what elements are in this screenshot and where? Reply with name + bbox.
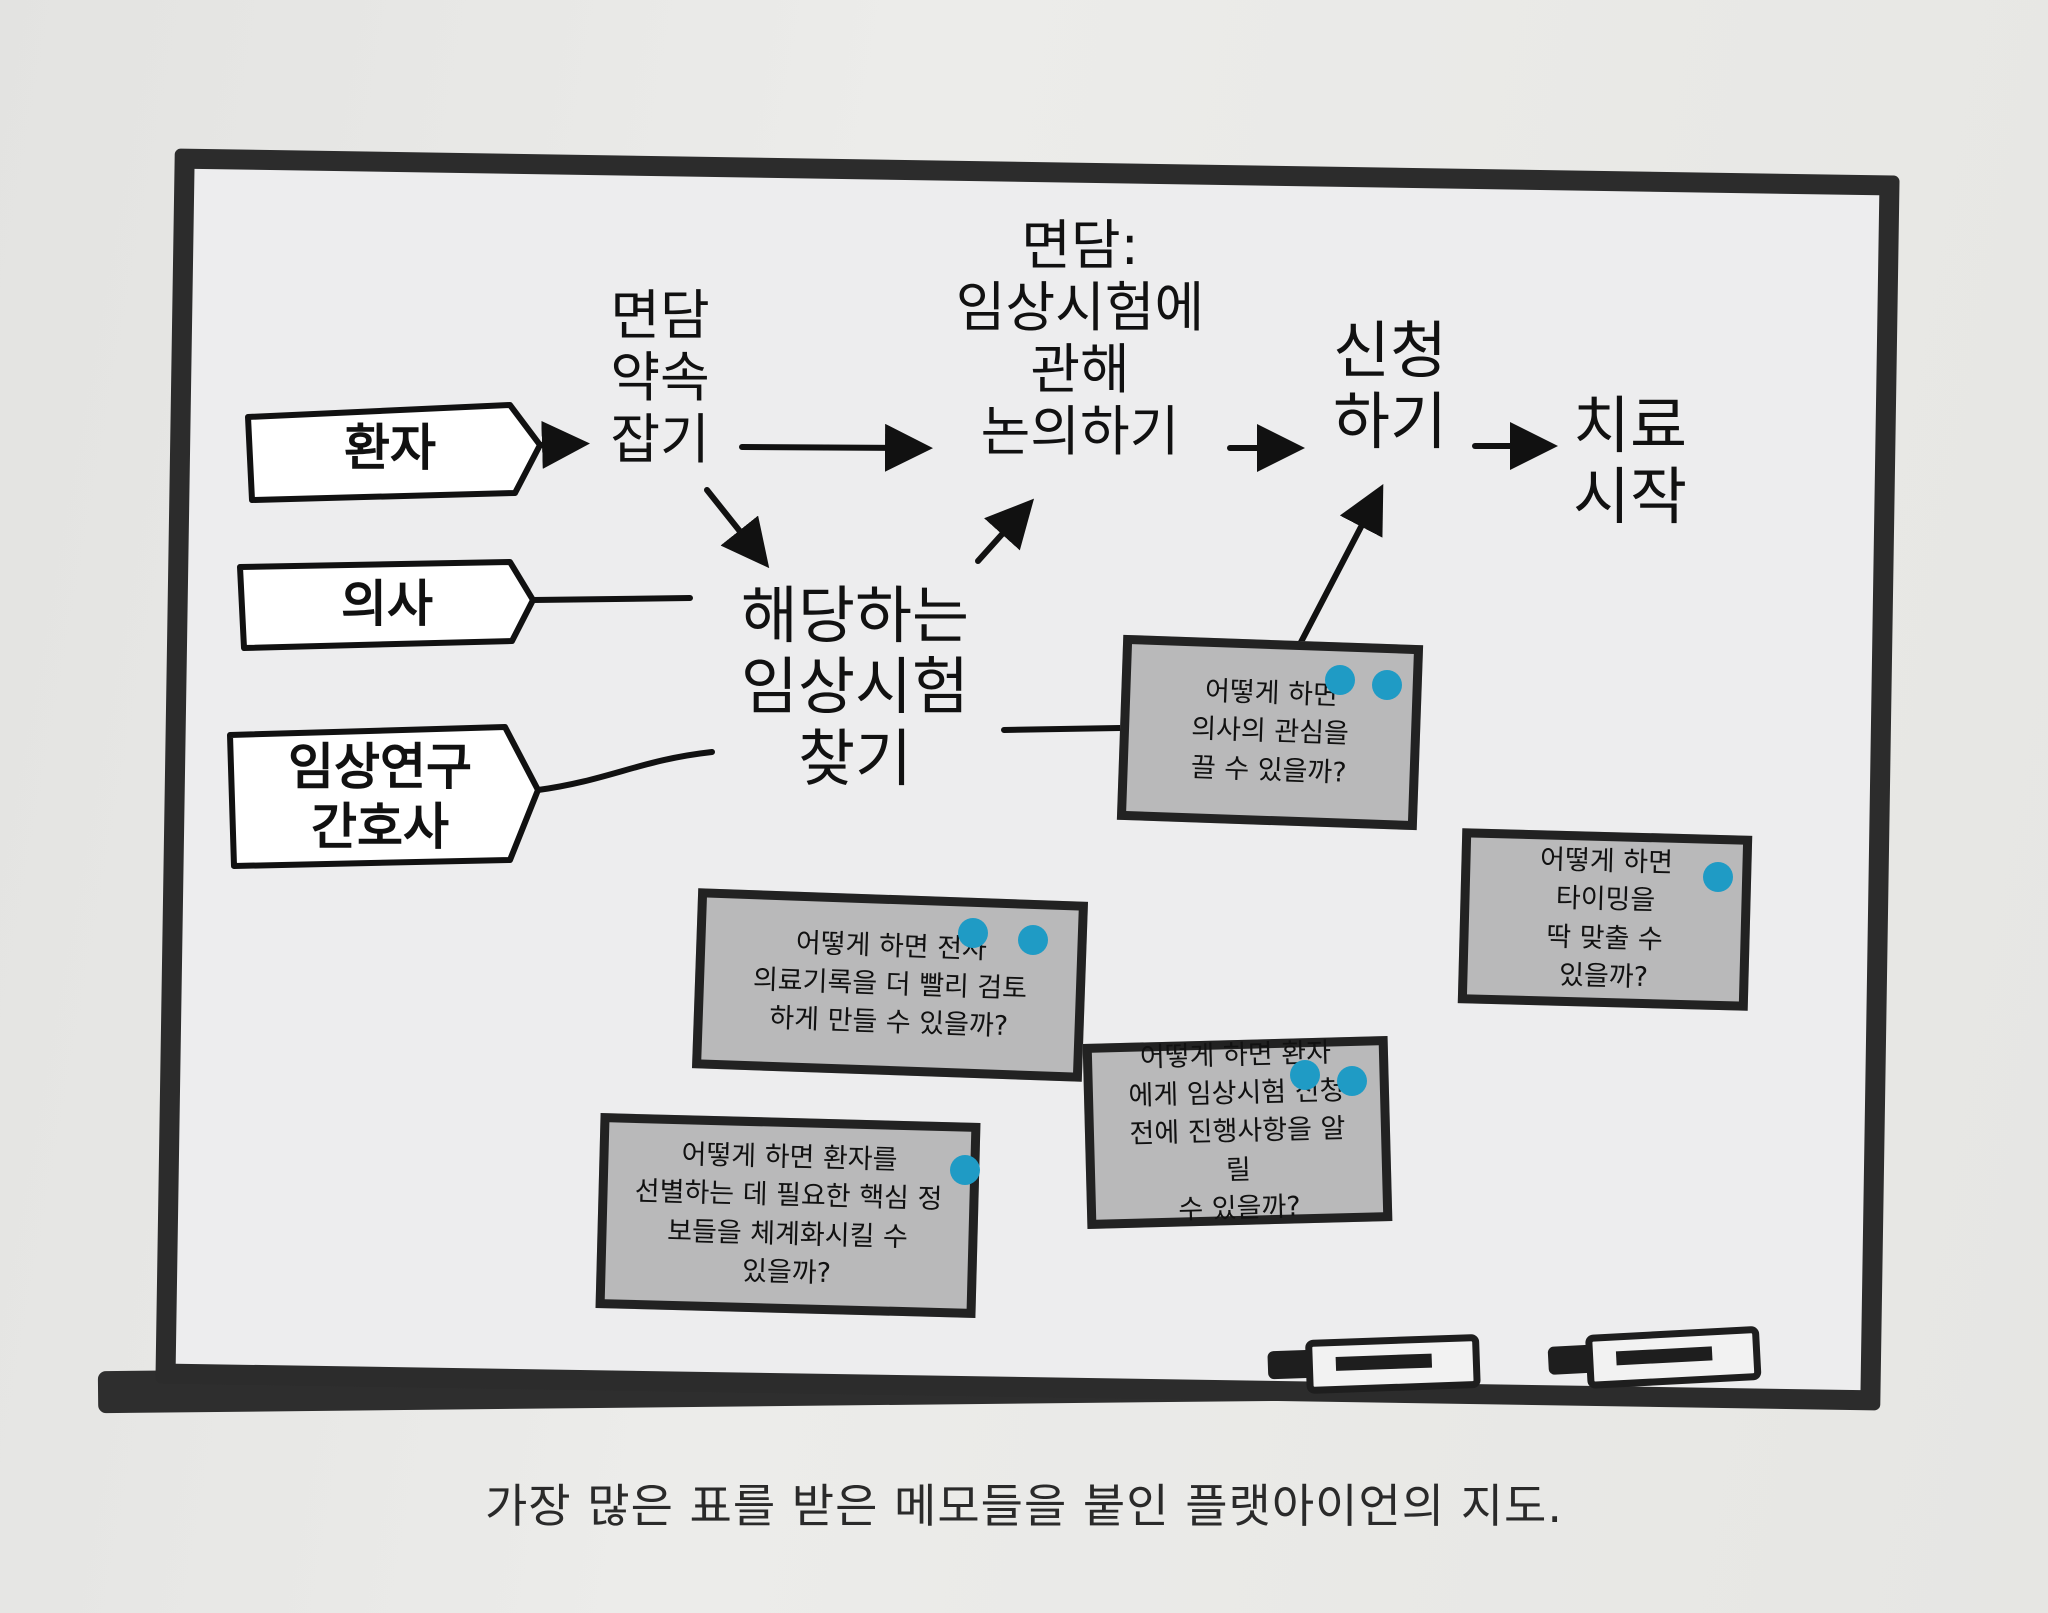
pin-icon — [1018, 925, 1048, 955]
pin-icon — [1337, 1066, 1367, 1096]
pin-icon — [1325, 665, 1355, 695]
step-find-trial: 해당하는 임상시험 찾기 — [700, 580, 1010, 794]
line-find-note — [1004, 728, 1120, 730]
pin-icon — [958, 918, 988, 948]
step-treatment: 치료 시작 — [1550, 390, 1710, 533]
sticky-note-patient-progress: 어떻게 하면 환자 에게 임상시험 신청 전에 진행사항을 알릴 수 있을까? — [1083, 1036, 1393, 1229]
sticky-note-screening-info: 어떻게 하면 환자를 선별하는 데 필요한 핵심 정 보들을 체계화시킬 수 있… — [596, 1113, 981, 1318]
step-discuss: 면담: 임상시험에 관해 논의하기 — [930, 215, 1230, 463]
note-text: 어떻게 하면 타이밍을 딱 맞출 수 있을까? — [1537, 841, 1674, 998]
role-nurse: 임상연구 간호사 — [240, 737, 520, 857]
role-patient: 환자 — [260, 418, 520, 478]
note-text: 어떻게 하면 환자 에게 임상시험 신청 전에 진행사항을 알릴 수 있을까? — [1118, 1034, 1358, 1232]
pin-icon — [1372, 670, 1402, 700]
note-text: 어떻게 하면 환자를 선별하는 데 필요한 핵심 정 보들을 체계화시킬 수 있… — [632, 1135, 943, 1296]
figure-caption: 가장 많은 표를 받은 메모들을 붙인 플랫아이언의 지도. — [0, 1470, 2048, 1536]
step-apply: 신청 하기 — [1300, 315, 1480, 458]
pin-icon — [1703, 862, 1733, 892]
arrow-appointment-find — [707, 490, 758, 554]
sticky-note-emr-review: 어떻게 하면 전자 의료기록을 더 빨리 검토 하게 만들 수 있을까? — [692, 888, 1088, 1082]
pin-icon — [1290, 1060, 1320, 1090]
note-text: 어떻게 하면 전자 의료기록을 더 빨리 검토 하게 만들 수 있을까? — [751, 923, 1029, 1047]
sticky-note-doctor-interest: 어떻게 하면 의사의 관심을 끌 수 있을까? — [1117, 635, 1423, 830]
role-doctor: 의사 — [252, 574, 522, 634]
arrow-note-apply — [1300, 500, 1375, 644]
step-appointment: 면담 약속 잡기 — [575, 285, 745, 471]
note-text: 어떻게 하면 의사의 관심을 끌 수 있을까? — [1189, 672, 1351, 792]
line-doctor-find — [533, 598, 690, 600]
arrow-patient-appointment — [540, 444, 572, 445]
pin-icon — [950, 1155, 980, 1185]
sticky-note-timing: 어떻게 하면 타이밍을 딱 맞출 수 있을까? — [1458, 828, 1752, 1011]
line-nurse-find — [538, 752, 712, 790]
arrow-appointment-discuss — [742, 447, 915, 448]
arrow-find-discuss — [978, 512, 1022, 561]
